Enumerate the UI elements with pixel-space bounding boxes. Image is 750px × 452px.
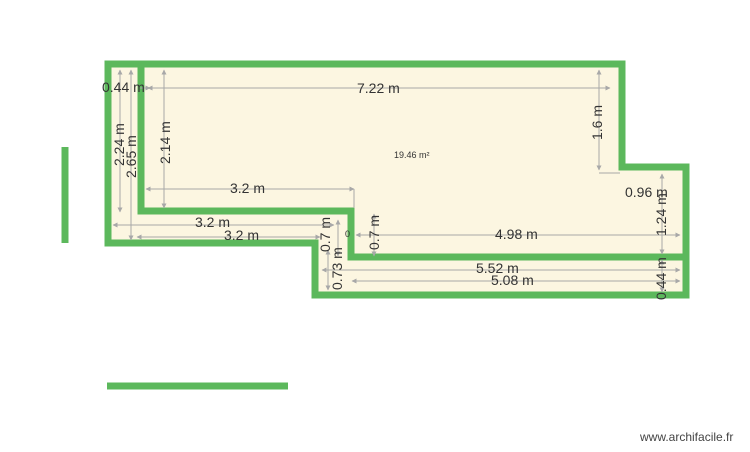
dim-right-lower: 1.24 m	[653, 193, 669, 236]
dimension-lines	[112, 69, 681, 293]
dim-lower-inner: 4.98 m	[495, 226, 538, 242]
dim-lower-mid: 5.52 m	[476, 260, 519, 276]
dim-right-bottom: 0.44 m	[653, 257, 669, 300]
dim-tiny-mark: 0	[345, 229, 350, 239]
outer-wall	[104, 60, 690, 299]
dim-inner-width: 3.2 m	[230, 180, 265, 196]
area-label: 19.46 m²	[394, 150, 430, 160]
watermark: www.archifacile.fr	[639, 430, 733, 444]
dim-bottom-left-2: 3.2 m	[224, 227, 259, 243]
dim-right-upper: 1.6 m	[589, 105, 605, 140]
dim-notch-b: 0.73 m	[329, 247, 345, 290]
dim-lower-outer: 5.08 m	[491, 272, 534, 288]
dim-notch-c: 0.7 m	[366, 215, 382, 250]
dim-left-outer: 2.65 m	[123, 135, 139, 178]
dim-top-left-small: 0.44 m	[102, 79, 145, 95]
dim-bottom-left-1: 3.2 m	[195, 214, 230, 230]
dim-step-width: 0.96 m	[625, 184, 668, 200]
dim-left-inner: 2.14 m	[157, 121, 173, 164]
inner-wall	[137, 67, 684, 261]
dim-notch-a: 0.7 m	[317, 217, 333, 252]
dim-top-length: 7.22 m	[357, 80, 400, 96]
dim-left-mid: 2.24 m	[111, 123, 127, 166]
